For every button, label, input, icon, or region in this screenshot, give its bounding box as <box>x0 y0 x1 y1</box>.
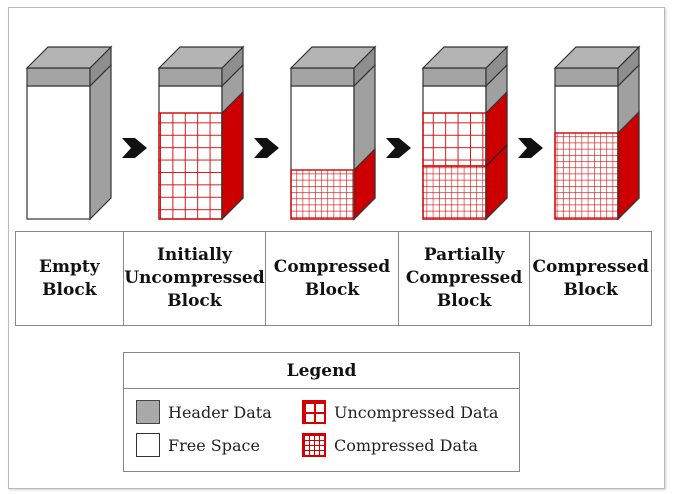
block-1-header-top <box>25 46 113 69</box>
block-4-header-top <box>421 46 509 69</box>
block-4-header-front <box>422 67 487 87</box>
block-5-header-top <box>553 46 641 69</box>
chevron-arrow-icon-2 <box>254 138 279 158</box>
arrows-layer <box>122 138 543 158</box>
block-3-side-data <box>353 147 376 221</box>
label-cell-compressed-block-1: Compressed Block <box>266 232 399 325</box>
block-2-header-top <box>157 46 245 69</box>
header-data-swatch <box>136 400 160 424</box>
label-empty-block: Empty Block <box>39 256 100 300</box>
label-cell-partially-compressed-block: Partially Compressed Block <box>399 232 531 325</box>
block-2-header-front <box>158 67 223 87</box>
block-5-side-data <box>617 110 640 221</box>
legend-label-compressed-data: Compressed Data <box>334 435 478 455</box>
chevron-arrow-icon-3 <box>386 138 411 158</box>
legend-item-compressed-data: Compressed Data <box>302 433 478 457</box>
block-labels-row: Empty Block Initially Uncompressed Block… <box>15 231 652 326</box>
block-5-compressed <box>553 45 641 221</box>
compressed-data-swatch <box>302 433 326 457</box>
block-3-compressed-data <box>290 169 355 220</box>
block-1-header-front <box>26 67 91 87</box>
label-compressed-block-2: Compressed Block <box>532 256 649 300</box>
legend-item-uncompressed-data: Uncompressed Data <box>302 400 498 424</box>
label-cell-initially-uncompressed-block: Initially Uncompressed Block <box>124 232 267 325</box>
label-compressed-block-1: Compressed Block <box>273 256 391 300</box>
free-space-swatch <box>136 433 160 457</box>
blocks-layer <box>25 45 641 221</box>
label-cell-empty-block: Empty Block <box>16 232 124 325</box>
block-1-side-face <box>89 63 112 221</box>
block-1-free-space <box>26 85 91 220</box>
chevron-arrow-icon-1 <box>122 138 147 158</box>
block-diagram <box>25 45 641 221</box>
legend-label-uncompressed-data: Uncompressed Data <box>334 402 499 422</box>
block-2-uncompressed <box>157 45 245 221</box>
block-2-uncompressed-data <box>158 112 223 220</box>
legend-label-free-space: Free Space <box>168 435 260 455</box>
uncompressed-data-swatch <box>302 400 326 424</box>
chevron-arrow-icon-4 <box>518 138 543 158</box>
block-4-compressed-data <box>422 165 487 220</box>
block-3-header-top <box>289 46 377 69</box>
legend-title: Legend <box>124 353 519 389</box>
label-cell-compressed-block-2: Compressed Block <box>530 232 651 325</box>
block-1-empty <box>25 45 113 221</box>
block-3-compressed <box>289 45 377 221</box>
block-4-uncompressed-data <box>422 112 487 167</box>
label-partially-compressed-block: Partially Compressed Block <box>405 245 523 311</box>
block-2-side-data <box>221 90 244 221</box>
label-initially-uncompressed-block: Initially Uncompressed Block <box>124 245 265 311</box>
legend-item-header-data: Header Data <box>136 400 272 424</box>
block-4-side-divider <box>485 144 508 167</box>
legend-label-header-data: Header Data <box>168 402 272 422</box>
block-5-header-front <box>554 67 619 87</box>
legend-box: Legend Header Data Uncompressed Data Fre… <box>123 352 520 472</box>
block-4-partial <box>421 45 509 221</box>
block-3-header-front <box>290 67 355 87</box>
block-5-compressed-data <box>554 132 619 220</box>
legend-item-free-space: Free Space <box>136 433 260 457</box>
